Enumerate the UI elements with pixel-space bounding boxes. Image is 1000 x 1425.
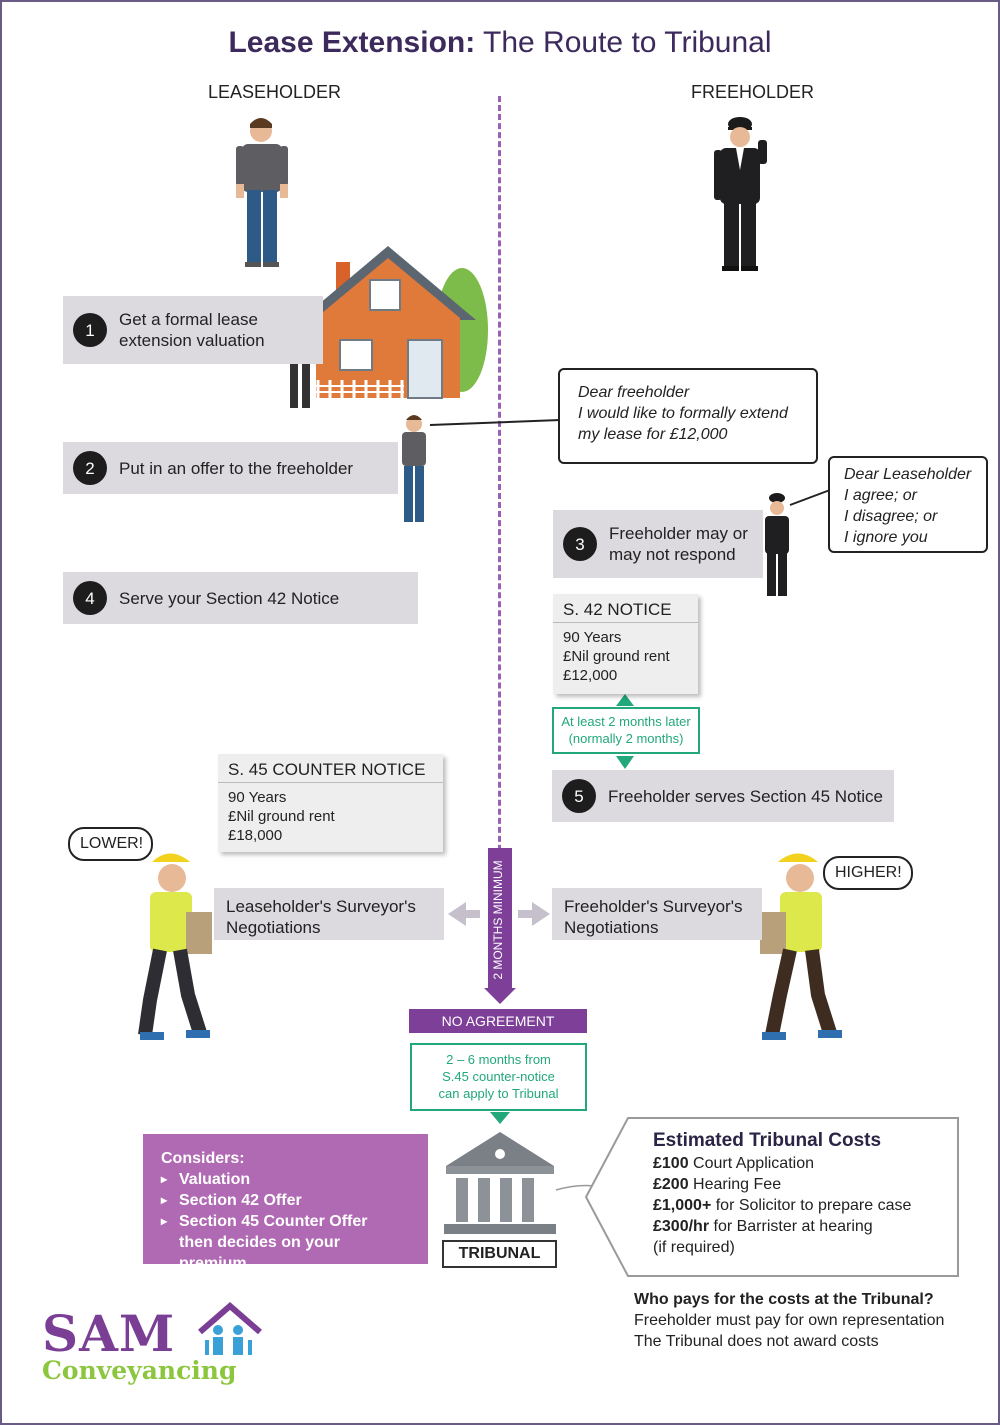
wait-line-1: At least 2 months later: [561, 714, 691, 729]
who-pays-answer: The Tribunal does not award costs: [634, 1333, 879, 1350]
step-4-number: 4: [73, 581, 107, 615]
s45-line-1: 90 Years: [228, 789, 287, 806]
step-3: 3 Freeholder may or may not respond: [553, 510, 763, 578]
step-3-text: Freeholder may or may not respond: [609, 524, 748, 564]
higher-speech-bubble: HIGHER!: [823, 856, 913, 890]
s42-line-3: £12,000: [563, 667, 618, 684]
freeholder-step3-figure: [765, 493, 789, 596]
wait-period-box: At least 2 months later (normally 2 mont…: [552, 707, 700, 754]
costs-title: Estimated Tribunal Costs: [653, 1130, 882, 1151]
who-pays-answer: Freeholder must pay for own representati…: [634, 1312, 945, 1329]
house-illustration: [300, 246, 488, 399]
cost-item: £1,000+ for Solicitor to prepare case: [653, 1197, 912, 1214]
estimated-costs: Estimated Tribunal Costs £100 Court Appl…: [628, 1118, 958, 1276]
step-1-number: 1: [73, 313, 107, 347]
freeholder-figure: [714, 117, 767, 271]
apply-tribunal-box: 2 – 6 months from S.45 counter-notice ca…: [410, 1043, 587, 1111]
step-3-number: 3: [563, 527, 597, 561]
offer-letter-bubble: Dear freeholder I would like to formally…: [558, 368, 818, 464]
offer-line-3: my lease for £12,000: [578, 426, 728, 443]
response-line-3: I disagree; or: [844, 508, 938, 525]
logo-sam: SAM: [42, 1304, 176, 1363]
step-4: 4 Serve your Section 42 Notice: [63, 572, 418, 624]
offer-bubble-pointer: [429, 419, 561, 426]
freeholder-surveyor-figure: [760, 853, 842, 1040]
cost-note: (if required): [653, 1239, 735, 1256]
s42-line-1: 90 Years: [563, 629, 622, 646]
wait-arrow-up: [616, 694, 634, 706]
no-agreement-banner: NO AGREEMENT: [409, 1009, 587, 1033]
page-title: Lease Extension: The Route to Tribunal: [228, 26, 772, 59]
leaseholder-step2-figure: [402, 415, 426, 522]
step-2-text: Put in an offer to the freeholder: [119, 458, 354, 478]
leaseholder-column-label: LEASEHOLDER: [208, 82, 342, 102]
two-months-arrow: [484, 848, 516, 1004]
s45-line-3: £18,000: [228, 827, 283, 844]
leaseholder-surveyor-figure: [138, 853, 212, 1040]
tribunal-label: TRIBUNAL: [442, 1240, 557, 1268]
step-2: 2 Put in an offer to the freeholder: [63, 442, 398, 494]
response-line-2: I agree; or: [844, 487, 917, 504]
step-5: 5 Freeholder serves Section 45 Notice: [552, 770, 894, 822]
apply-line-1: 2 – 6 months from: [446, 1052, 551, 1067]
wait-line-2: (normally 2 months): [568, 731, 684, 746]
s42-title: S. 42 NOTICE: [553, 594, 698, 623]
cost-item: £300/hr for Barrister at hearing: [653, 1218, 873, 1235]
freeholder-negotiations: Freeholder's Surveyor's Negotiations: [552, 888, 762, 940]
offer-line-1: Dear freeholder: [578, 384, 690, 401]
logo-house-icon: [198, 1302, 262, 1355]
who-pays-question: Who pays for the costs at the Tribunal?: [634, 1291, 934, 1308]
tribunal-building: [444, 1132, 556, 1234]
step-1-text: Get a formal lease extension valuation: [119, 310, 265, 350]
cost-item: £200 Hearing Fee: [653, 1176, 782, 1193]
response-letter-bubble: Dear Leaseholder I agree; or I disagree;…: [828, 456, 988, 553]
s45-counter-notice: S. 45 COUNTER NOTICE 90 Years £Nil groun…: [218, 754, 443, 852]
cost-tag-outline: [584, 1117, 959, 1277]
considers-tail: then decides on your premium: [179, 1234, 340, 1272]
who-pays: Who pays for the costs at the Tribunal? …: [634, 1289, 994, 1352]
negotiation-arrows: [448, 902, 550, 926]
step-4-text: Serve your Section 42 Notice: [119, 588, 340, 608]
center-divider: [498, 96, 501, 896]
lower-speech-bubble: LOWER!: [68, 827, 153, 861]
apply-line-3: can apply to Tribunal: [438, 1086, 559, 1101]
apply-arrow: [490, 1112, 510, 1124]
considers-item: Section 45 Counter Offer: [161, 1211, 410, 1232]
s42-notice: S. 42 NOTICE 90 Years £Nil ground rent £…: [553, 594, 698, 694]
step-5-text: Freeholder serves Section 45 Notice: [608, 786, 883, 806]
considers-item: Valuation: [161, 1169, 410, 1190]
tribunal-considers-box: Considers: Valuation Section 42 Offer Se…: [143, 1134, 428, 1272]
leaseholder-figure: [236, 118, 288, 267]
two-months-label: 2 MONTHS MINIMUM: [491, 860, 505, 980]
response-line-4: I ignore you: [844, 529, 928, 546]
step-2-number: 2: [73, 451, 107, 485]
cost-item: £100 Court Application: [653, 1155, 814, 1172]
considers-item: Section 42 Offer: [161, 1190, 410, 1211]
step-5-number: 5: [562, 779, 596, 813]
s45-title: S. 45 COUNTER NOTICE: [218, 754, 443, 783]
freeholder-column-label: FREEHOLDER: [691, 82, 815, 102]
apply-line-2: S.45 counter-notice: [442, 1069, 555, 1084]
leaseholder-negotiations: Leaseholder's Surveyor's Negotiations: [214, 888, 444, 940]
offer-line-2: I would like to formally extend: [578, 405, 788, 422]
response-line-1: Dear Leaseholder: [844, 466, 972, 483]
s42-line-2: £Nil ground rent: [563, 648, 670, 665]
step-1: 1 Get a formal lease extension valuation: [63, 296, 323, 364]
response-bubble-pointer: [789, 489, 831, 506]
logo-conveyancing: Conveyancing: [42, 1356, 237, 1385]
wait-arrow-down: [616, 756, 634, 769]
considers-heading: Considers:: [161, 1150, 245, 1167]
s45-line-2: £Nil ground rent: [228, 808, 335, 825]
